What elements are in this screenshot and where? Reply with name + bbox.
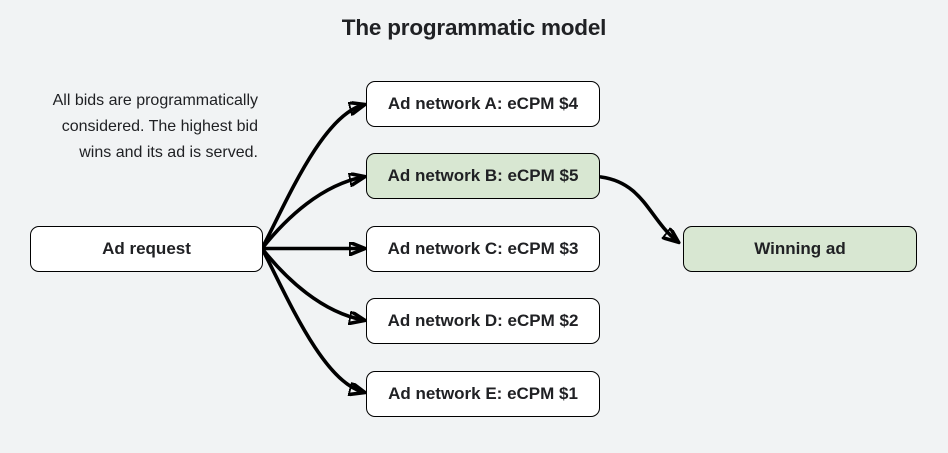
note-line: wins and its ad is served. [79, 144, 258, 161]
diagram-title: The programmatic model [341, 15, 607, 40]
note-line: considered. The highest bid [61, 118, 258, 135]
node-winning-ad: Winning ad [683, 226, 917, 272]
node-ad-network-e: Ad network E: eCPM $1 [366, 371, 600, 417]
node-ad-network-d: Ad network D: eCPM $2 [366, 298, 600, 344]
arrow-request-to-network-b [260, 177, 363, 251]
description-note: All bids are programmatically considered… [0, 88, 258, 166]
node-ad-request: Ad request [30, 226, 263, 272]
arrow-request-to-network-e [260, 246, 363, 393]
node-ad-network-b: Ad network B: eCPM $5 [366, 153, 600, 199]
arrow-request-to-network-a [260, 105, 363, 251]
arrow-request-to-network-d [260, 246, 363, 321]
note-line: All bids are programmatically [52, 92, 258, 109]
node-ad-network-a: Ad network A: eCPM $4 [366, 81, 600, 127]
node-ad-network-c: Ad network C: eCPM $3 [366, 226, 600, 272]
arrow-network-b-to-winning [599, 175, 677, 241]
